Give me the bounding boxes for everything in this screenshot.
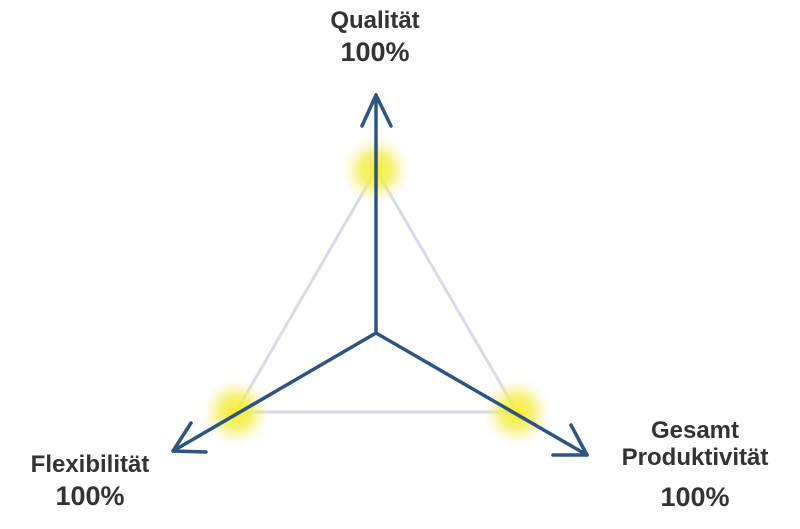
- arrow-left-head: [171, 421, 208, 454]
- axis-value-gesamt-produktivitaet: 100%: [660, 481, 730, 512]
- arrow-right-head: [551, 423, 589, 457]
- axis-name-flexibilitaet: Flexibilität: [30, 451, 150, 478]
- triangle-outline: [234, 168, 519, 414]
- axis-label-flexibilitaet: Flexibilität 100%: [0, 451, 180, 511]
- arrow-top-head: [360, 93, 393, 128]
- axis-name-qualitaet: Qualität: [330, 7, 420, 34]
- glow-right: [483, 378, 551, 446]
- glow-left: [202, 378, 270, 446]
- axis-label-gesamt-produktivitaet: Gesamt Produktivität 100%: [590, 417, 800, 512]
- axis-value-qualitaet: 100%: [340, 36, 410, 67]
- axis-label-qualitaet: Qualität 100%: [300, 7, 450, 67]
- arrow-right-shaft: [374, 331, 589, 457]
- arrow-left-shaft: [171, 331, 378, 453]
- axis-name-gesamt-produktivitaet: Gesamt Produktivität: [621, 417, 769, 471]
- axis-value-flexibilitaet: 100%: [55, 480, 125, 511]
